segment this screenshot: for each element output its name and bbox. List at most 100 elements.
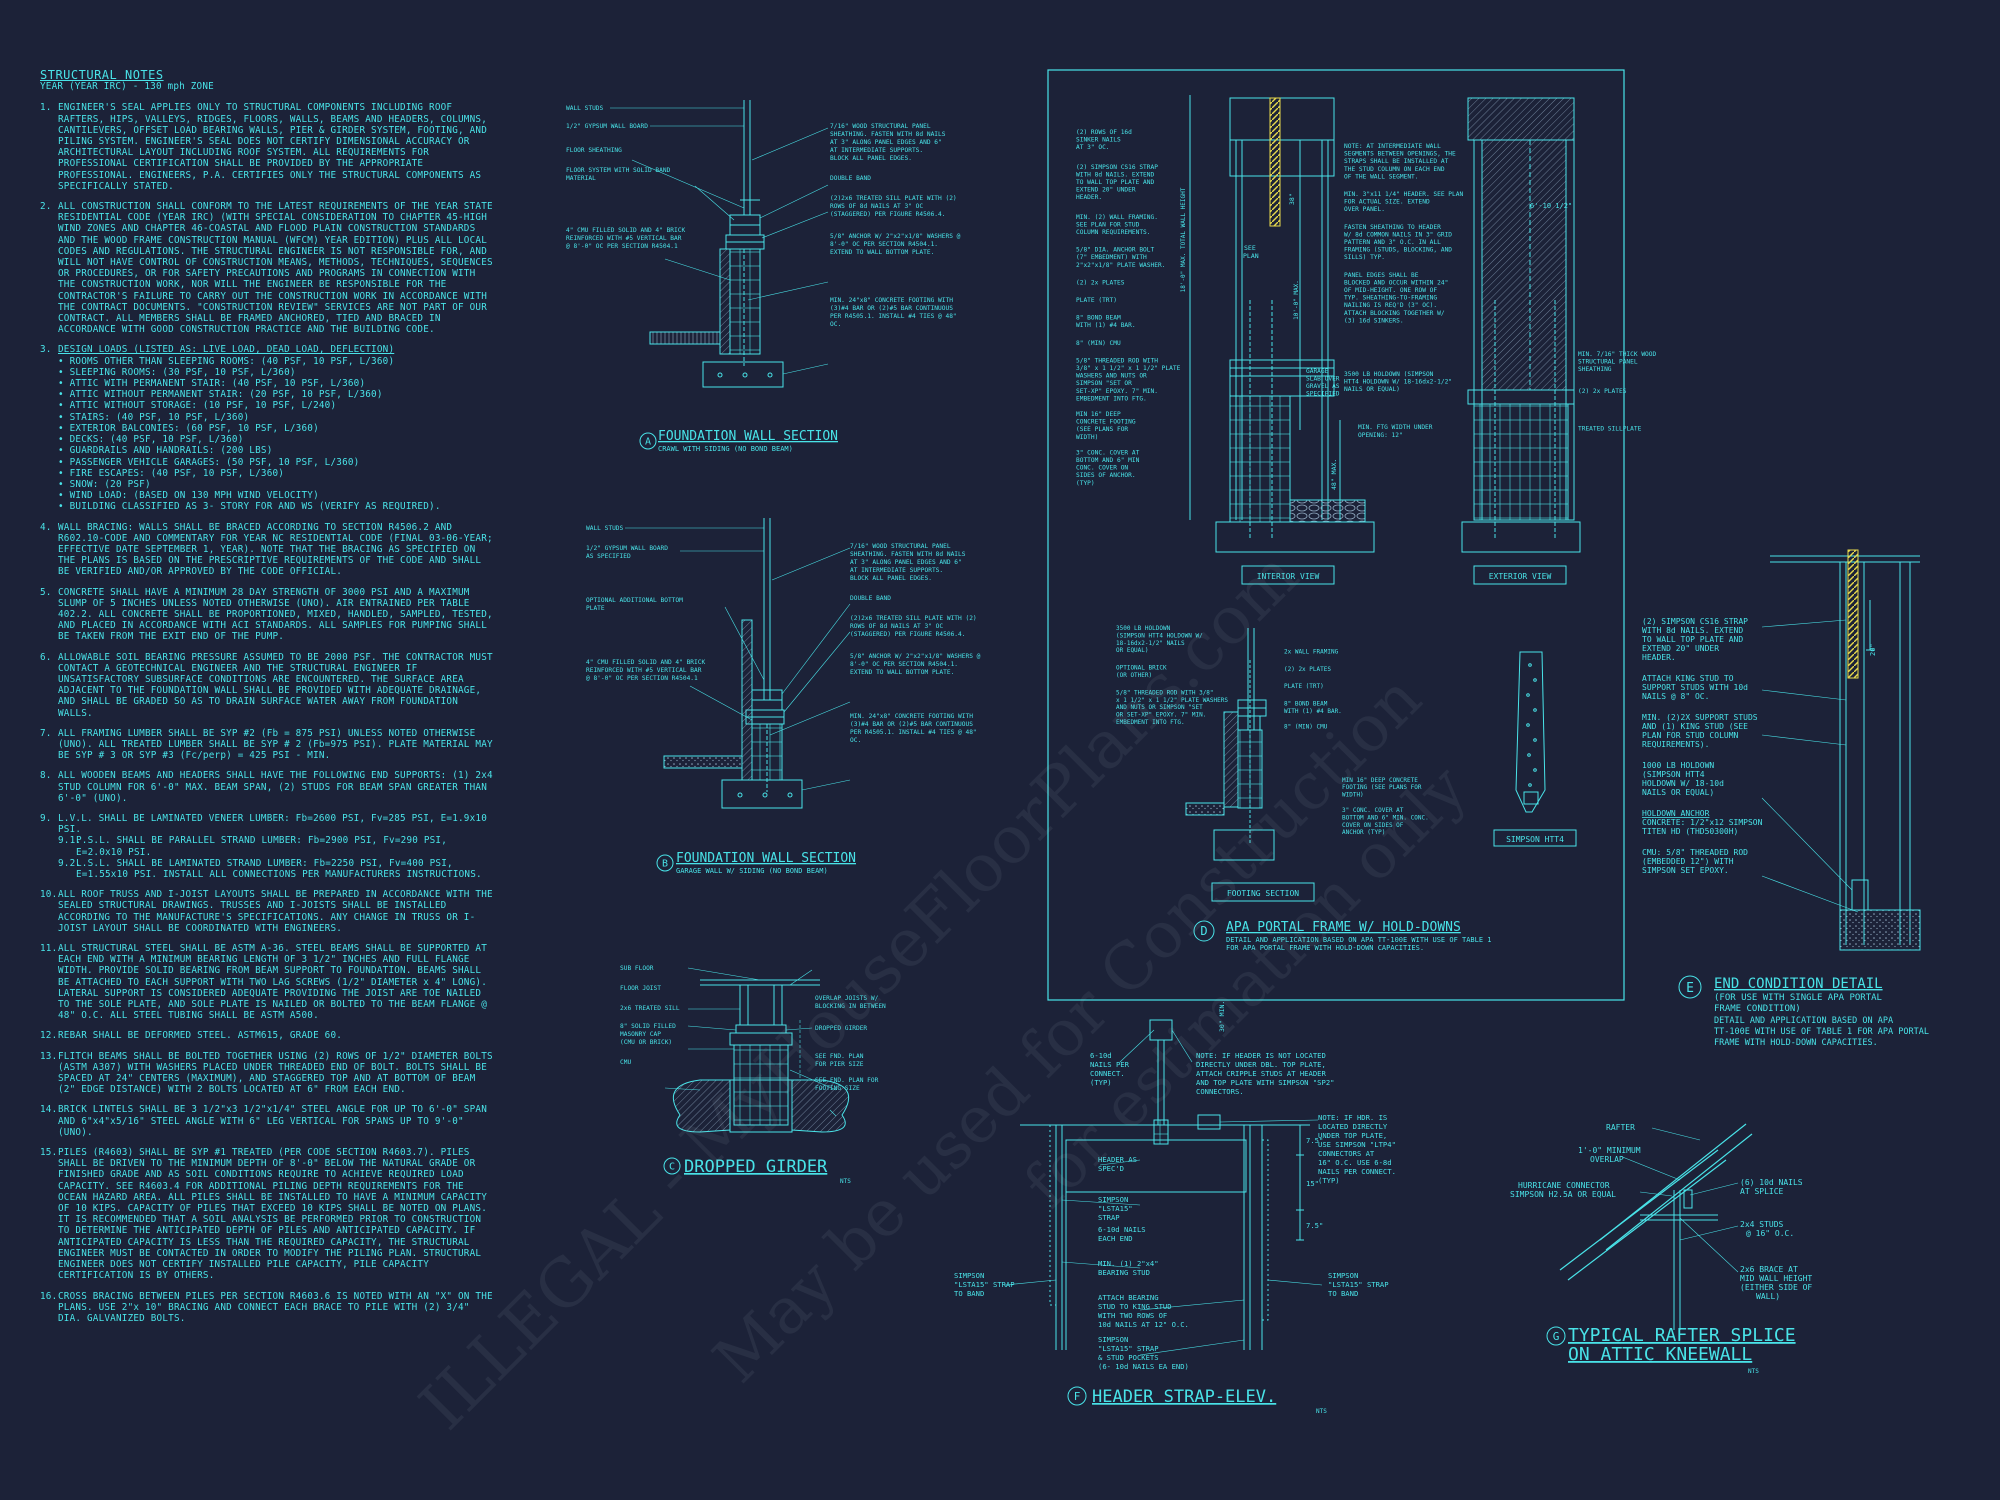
callout-label: OVERLAP JOISTS W/ bbox=[815, 995, 879, 1002]
callout-label: UNDER TOP PLATE, bbox=[1318, 1131, 1387, 1140]
detail-g-scale: NTS bbox=[1748, 1368, 1759, 1375]
callout-label: 6-10d NAILS bbox=[1098, 1225, 1146, 1234]
callout-label: SIMPSON bbox=[954, 1271, 984, 1280]
callout-label: SEE PLAN FOR STUD bbox=[1076, 221, 1140, 228]
callout-label: BLOCK ALL PANEL EDGES. bbox=[850, 575, 932, 582]
callout-label: MID WALL HEIGHT bbox=[1740, 1274, 1812, 1283]
note-number: 2. bbox=[40, 201, 52, 213]
detail-b-letter: B bbox=[662, 859, 668, 870]
callout-label: TO WALL TOP PLATE AND bbox=[1076, 179, 1155, 186]
callout-label: SHEATHING bbox=[1578, 366, 1612, 373]
callout-label: HOLDOWN ANCHOR bbox=[1642, 809, 1710, 818]
callout-label: TO BAND bbox=[954, 1289, 984, 1298]
callout-label: OPTIONAL BRICK bbox=[1116, 665, 1167, 672]
callout-label: 8" (MIN) CMU bbox=[1284, 723, 1328, 730]
note-text: L.V.L. SHALL BE LAMINATED VENEER LUMBER:… bbox=[58, 812, 487, 836]
callout-label: OF MID-HEIGHT. ONE ROW OF bbox=[1344, 287, 1437, 294]
callout-label: EACH END bbox=[1098, 1234, 1133, 1243]
notes-list: 1.ENGINEER'S SEAL APPLIES ONLY TO STRUCT… bbox=[40, 102, 495, 1324]
callout-label: HOLDOWN W/ 18-10d bbox=[1642, 779, 1724, 788]
callout-label: STRAP bbox=[1098, 1213, 1120, 1222]
callout-label: EXTEND TO WALL BOTTOM PLATE. bbox=[850, 669, 954, 676]
callout-label: FLOOR JOIST bbox=[620, 985, 661, 992]
callout-label: NAILS OR EQUAL) bbox=[1642, 788, 1714, 797]
box-simpson-htt4: SIMPSON HTT4 bbox=[1506, 835, 1564, 844]
design-load-item: • ATTIC WITHOUT PERMANENT STAIR: (20 PSF… bbox=[58, 389, 383, 401]
note-text-block: ENGINEER'S SEAL APPLIES ONLY TO STRUCTUR… bbox=[58, 102, 495, 192]
note-item: 4.WALL BRACING: WALLS SHALL BE BRACED AC… bbox=[40, 522, 495, 578]
callout-label: COLUMN REQUIREMENTS. bbox=[1076, 229, 1151, 236]
callout-label: HEADER. bbox=[1076, 194, 1102, 201]
callout-label: 15" bbox=[1306, 1179, 1319, 1188]
callout-label: WALL STUDS bbox=[566, 105, 604, 112]
note-text-block: BRICK LINTELS SHALL BE 3 1/2"x3 1/2"x1/4… bbox=[58, 1104, 495, 1138]
callout-label: 7.5" bbox=[1306, 1136, 1323, 1145]
callout-label: EXTEND TO WALL BOTTOM PLATE. bbox=[830, 249, 934, 256]
box-exterior-view: EXTERIOR VIEW bbox=[1489, 572, 1552, 581]
callout-label: (6) 10d NAILS bbox=[1740, 1178, 1803, 1187]
callout-label: 3500 LB HOLDOWN bbox=[1116, 625, 1171, 632]
note-number: 8. bbox=[40, 770, 52, 782]
callout-label: 10d NAILS AT 12" O.C. bbox=[1098, 1320, 1189, 1329]
callout-label: SHEATHING. FASTEN WITH 8d NAILS bbox=[830, 131, 946, 138]
callout-label: (SIMPSON HTT4 HOLDOWN W/ bbox=[1116, 632, 1203, 639]
callout-label: 2x WALL FRAMING bbox=[1284, 648, 1339, 655]
detail-e-desc-1: DETAIL AND APPLICATION BASED ON APA bbox=[1714, 1016, 1893, 1026]
callout-label: WIDTH) bbox=[1342, 792, 1364, 799]
callout-label: "LSTA15" bbox=[1098, 1204, 1133, 1213]
callout-label: 7/16" WOOD STRUCTURAL PANEL bbox=[830, 123, 931, 130]
callout-label: CONNECTORS. bbox=[1196, 1087, 1244, 1096]
callout-label: 3" CONC. COVER AT bbox=[1076, 449, 1140, 456]
detail-g-drawing bbox=[1559, 1123, 1753, 1330]
callout-label: 1'-0" MINIMUM bbox=[1578, 1146, 1641, 1155]
callout-label: (EITHER SIDE OF bbox=[1740, 1283, 1812, 1292]
detail-b-subtitle: GARAGE WALL W/ SIDING (NO BOND BEAM) bbox=[676, 867, 828, 875]
callout-label: FOOTING SIZE bbox=[815, 1085, 860, 1092]
callout-label: 2x6 BRACE AT bbox=[1740, 1265, 1798, 1274]
callout-label: SIMPSON bbox=[1098, 1335, 1128, 1344]
design-load-item: • DECKS: (40 PSF, 10 PSF, L/360) bbox=[58, 434, 244, 446]
detail-e-desc-3: FRAME WITH HOLD-DOWN CAPACITIES. bbox=[1714, 1038, 1878, 1048]
callout-label: SIMPSON bbox=[1098, 1195, 1128, 1204]
callout-label: AND (1) KING STUD (SEE bbox=[1642, 722, 1748, 731]
notes-title: STRUCTURAL NOTES bbox=[40, 68, 164, 82]
note-text: ALLOWABLE SOIL BEARING PRESSURE ASSUMED … bbox=[58, 651, 493, 719]
note-number: 7. bbox=[40, 727, 52, 739]
note-item: 2.ALL CONSTRUCTION SHALL CONFORM TO THE … bbox=[40, 201, 495, 335]
dim-10ft-max: 10'-0" MAX. bbox=[1293, 280, 1300, 320]
detail-b-drawing bbox=[663, 518, 803, 809]
callout-label: GRAVEL AS bbox=[1306, 383, 1340, 390]
callout-label: MIN. 24"x8" CONCRETE FOOTING WITH bbox=[830, 297, 953, 304]
callout-label: STRAPS SHALL BE INSTALLED AT bbox=[1344, 158, 1449, 165]
detail-c-scale: NTS bbox=[840, 1178, 851, 1185]
callout-label: x 1 1/2" x 1 1/2" PLATE WASHERS bbox=[1116, 697, 1228, 704]
design-load-item: • GUARDRAILS AND HANDRAILS: (200 LBS) bbox=[58, 445, 273, 457]
callout-label: MIN. (2)2X SUPPORT STUDS bbox=[1642, 713, 1758, 722]
note-number: 10. bbox=[40, 889, 58, 901]
callout-label: WIDTH) bbox=[1076, 434, 1098, 441]
detail-d-desc-1: DETAIL AND APPLICATION BASED ON APA TT-1… bbox=[1226, 936, 1492, 944]
callout-label: "LSTA15" STRAP bbox=[954, 1280, 1015, 1289]
callout-label: CONNECT. bbox=[1090, 1069, 1125, 1078]
callout-label: SUB FLOOR bbox=[620, 965, 654, 972]
callout-label: BLOCKED AND OCCUR WITHIN 24" bbox=[1344, 279, 1448, 286]
detail-b-title: FOUNDATION WALL SECTION bbox=[676, 851, 856, 866]
callout-label: SIMPSON SET EPOXY. bbox=[1642, 866, 1729, 875]
callout-label: (TYP) bbox=[1076, 480, 1095, 487]
note-item: 14.BRICK LINTELS SHALL BE 3 1/2"x3 1/2"x… bbox=[40, 1104, 495, 1138]
callout-label: FRAMING (STUDS, BLOCKING, AND bbox=[1344, 247, 1452, 254]
callout-label: & STUD POCKETS bbox=[1098, 1353, 1159, 1362]
callout-label: SLAB OVER bbox=[1306, 375, 1340, 382]
callout-label: OPENING: 12" bbox=[1358, 432, 1403, 439]
callout-label: WITH (1) #4 BAR. bbox=[1284, 708, 1342, 715]
callout-label: FLOOR SHEATHING bbox=[566, 147, 622, 154]
detail-e-subtitle-1: (FOR USE WITH SINGLE APA PORTAL bbox=[1714, 993, 1882, 1003]
detail-a-leaders bbox=[610, 107, 829, 375]
note-text: DESIGN LOADS (LISTED AS: LIVE LOAD, DEAD… bbox=[58, 344, 395, 356]
callout-label: DOUBLE BAND bbox=[830, 175, 871, 182]
callout-label: (2) ROWS OF 16d bbox=[1076, 129, 1132, 136]
callout-label: NAILS OR EQUAL) bbox=[1344, 386, 1400, 393]
callout-label: GARAGE bbox=[1306, 368, 1329, 375]
detail-e-desc-2: TT-100E WITH USE OF TABLE 1 FOR APA PORT… bbox=[1714, 1027, 1929, 1037]
note-text-block: CONCRETE SHALL HAVE A MINIMUM 28 DAY STR… bbox=[58, 587, 495, 643]
